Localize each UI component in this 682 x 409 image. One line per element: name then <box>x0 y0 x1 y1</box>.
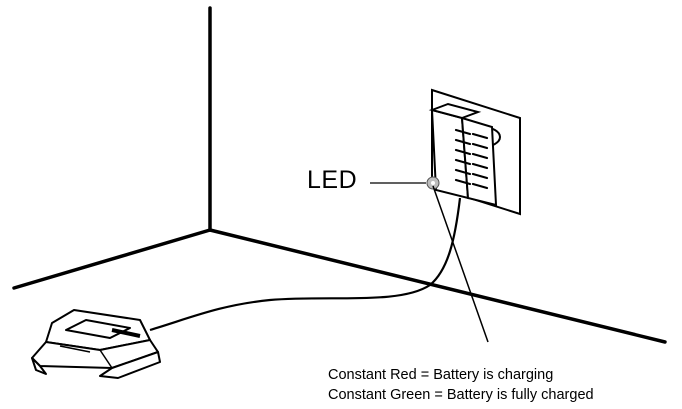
led-indicator <box>426 176 440 190</box>
legend-line-red: Constant Red = Battery is charging <box>328 367 554 383</box>
legend-line-green: Constant Green = Battery is fully charge… <box>328 387 594 403</box>
floor-edge-left <box>12 228 212 290</box>
legend-pointer-line <box>432 185 489 343</box>
room-corner <box>12 6 667 344</box>
led-label: LED <box>307 166 358 194</box>
charging-cable <box>149 197 462 332</box>
charging-base <box>31 309 161 379</box>
led-status-legend: Constant Red = Battery is charging Const… <box>328 365 594 405</box>
floor-edge-right <box>208 228 667 344</box>
wall-charger-adapter <box>428 102 501 207</box>
